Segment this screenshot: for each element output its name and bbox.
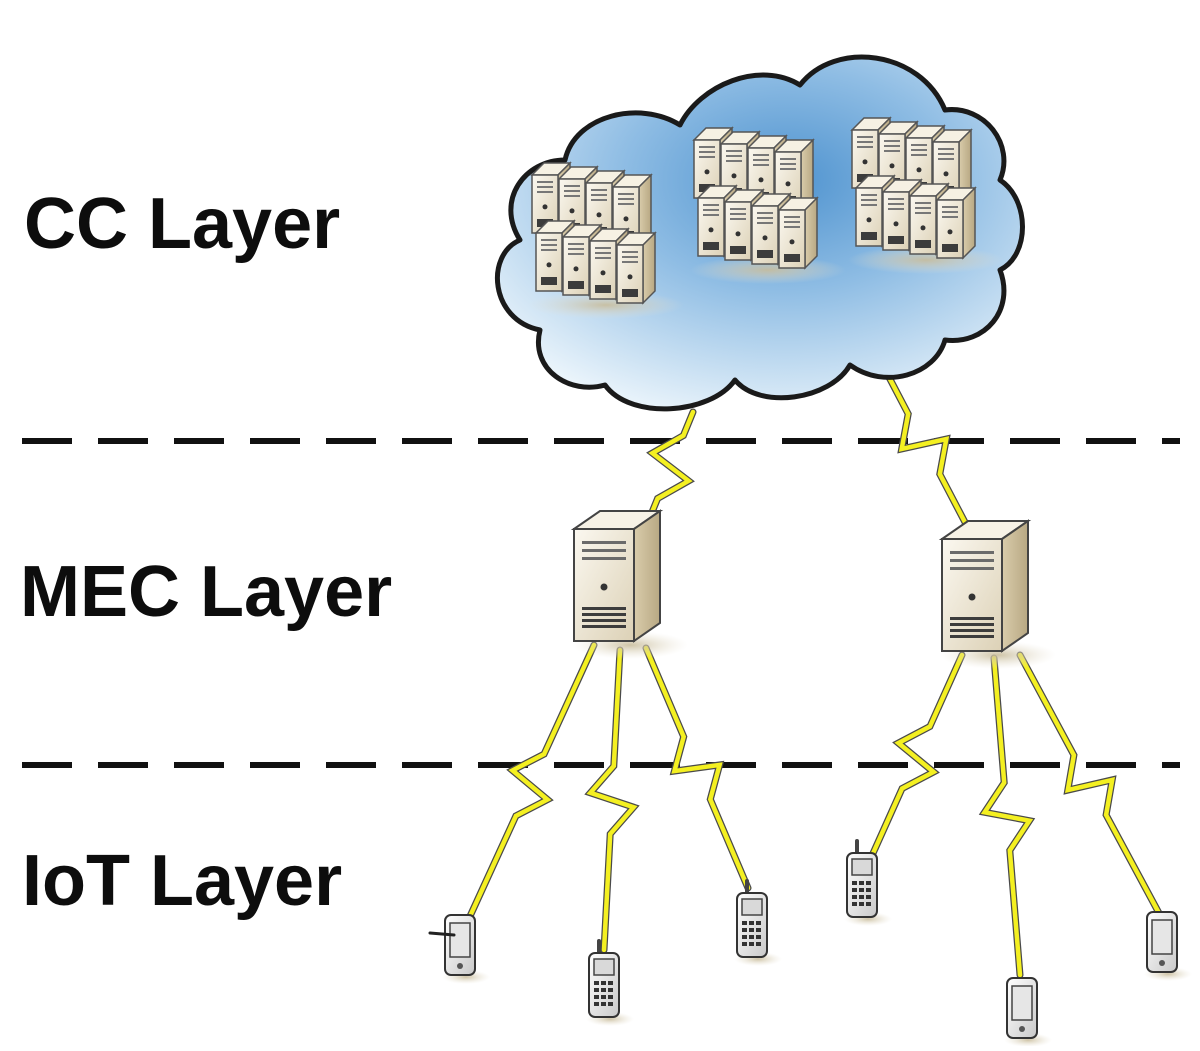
wireless-link xyxy=(584,646,640,954)
rack-server-icon xyxy=(777,196,819,270)
mec-layer-label: MEC Layer xyxy=(20,552,393,632)
wireless-links xyxy=(462,356,1164,979)
pda-icon xyxy=(428,914,490,984)
wireless-link xyxy=(978,654,1036,979)
mobile-phone-icon xyxy=(844,839,892,926)
wireless-link xyxy=(642,644,752,892)
wireless-link xyxy=(1016,651,1164,919)
wireless-link xyxy=(866,651,966,864)
server-rack-icon xyxy=(848,116,1004,274)
server-racks xyxy=(528,116,1004,319)
rack-server-icon xyxy=(534,219,576,293)
cc-layer-label: CC Layer xyxy=(24,184,341,264)
iot-devices xyxy=(428,839,1192,1047)
wireless-link xyxy=(644,408,697,526)
pda-icon xyxy=(1004,977,1052,1047)
pda-icon xyxy=(1144,911,1192,981)
server-rack-icon xyxy=(528,161,684,319)
wireless-link xyxy=(462,641,598,929)
mec-servers xyxy=(570,509,1056,669)
tower-server-icon xyxy=(570,509,688,659)
server-rack-icon xyxy=(690,126,846,284)
mobile-phone-icon xyxy=(734,879,782,966)
layer-dividers xyxy=(22,438,1180,768)
rack-server-icon xyxy=(696,184,738,258)
iot-layer-label: IoT Layer xyxy=(22,841,343,921)
mobile-phone-icon xyxy=(586,939,634,1026)
tower-server-icon xyxy=(938,519,1056,669)
rack-server-icon xyxy=(615,231,657,305)
wireless-link xyxy=(876,356,972,532)
rack-server-icon xyxy=(935,186,977,260)
